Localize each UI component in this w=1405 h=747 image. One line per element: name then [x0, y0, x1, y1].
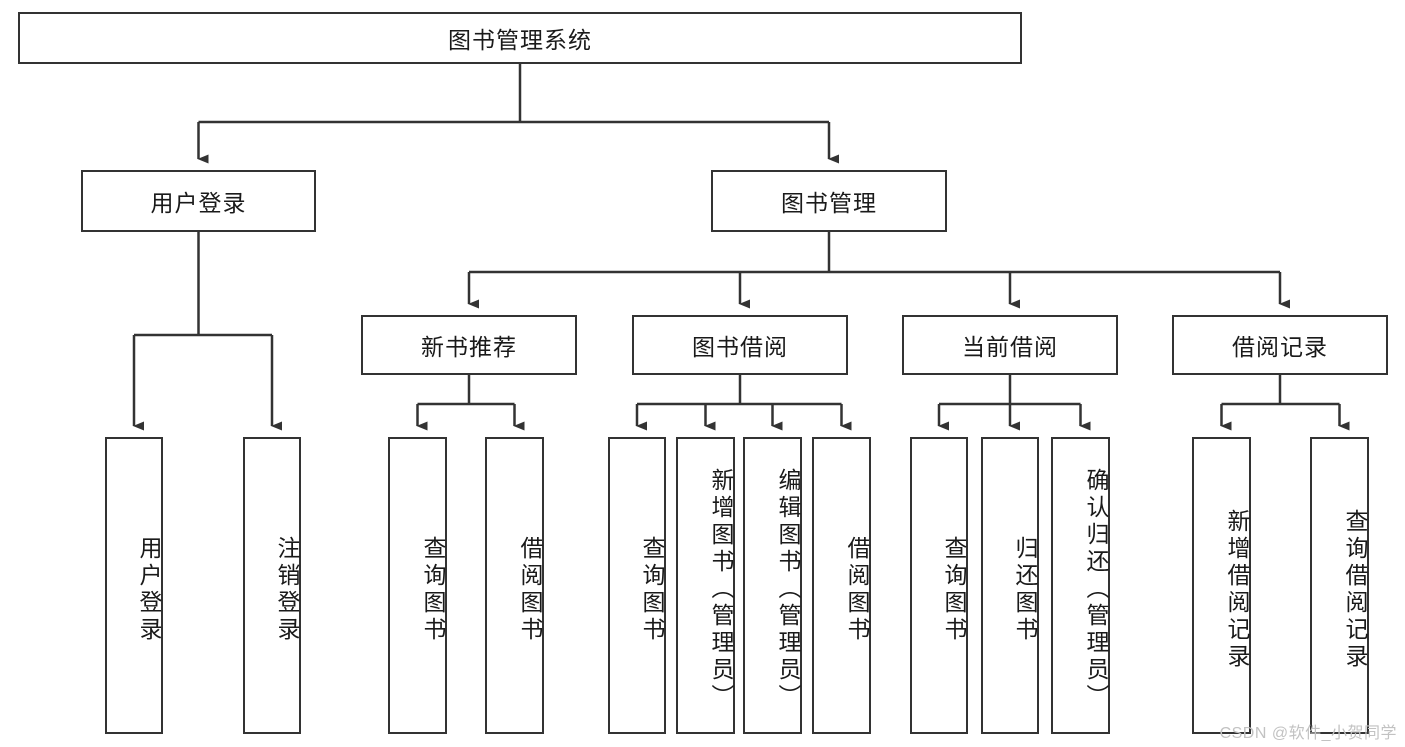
node-leaf-edit-book[interactable]: 编辑图书（管理员） — [743, 437, 802, 734]
node-label: 借阅记录 — [1232, 334, 1328, 360]
node-label: 用户登录 — [150, 190, 247, 216]
node-label: 当前借阅 — [962, 334, 1058, 360]
node-label: 归还图书 — [1012, 535, 1038, 644]
node-label: 注销登录 — [274, 535, 300, 644]
node-label: 新增借阅记录 — [1224, 508, 1250, 671]
node-label: 借阅图书 — [844, 535, 870, 644]
node-label: 查询图书 — [941, 535, 967, 644]
node-label: 查询图书 — [420, 535, 446, 644]
node-label: 新书推荐 — [421, 334, 517, 360]
node-label: 图书管理系统 — [448, 27, 592, 53]
node-leaf-query-book-borrow[interactable]: 查询图书 — [608, 437, 666, 734]
node-label: 图书管理 — [781, 190, 877, 216]
node-label: 编辑图书（管理员） — [775, 468, 801, 711]
node-new-book-recommend[interactable]: 新书推荐 — [361, 315, 577, 375]
node-leaf-confirm-return[interactable]: 确认归还（管理员） — [1051, 437, 1110, 734]
node-leaf-add-borrow-record[interactable]: 新增借阅记录 — [1192, 437, 1251, 734]
node-leaf-query-book-current[interactable]: 查询图书 — [910, 437, 968, 734]
node-user-login[interactable]: 用户登录 — [81, 170, 316, 232]
node-label: 借阅图书 — [517, 535, 543, 644]
node-leaf-query-book-recommend[interactable]: 查询图书 — [388, 437, 447, 734]
node-root[interactable]: 图书管理系统 — [18, 12, 1022, 64]
node-borrow-records[interactable]: 借阅记录 — [1172, 315, 1388, 375]
node-leaf-logout[interactable]: 注销登录 — [243, 437, 301, 734]
node-leaf-return-book[interactable]: 归还图书 — [981, 437, 1039, 734]
node-label: 用户登录 — [136, 535, 162, 644]
node-label: 图书借阅 — [692, 334, 788, 360]
node-label: 查询图书 — [639, 535, 665, 644]
node-current-borrow[interactable]: 当前借阅 — [902, 315, 1118, 375]
node-leaf-borrow-book-recommend[interactable]: 借阅图书 — [485, 437, 544, 734]
node-label: 确认归还（管理员） — [1083, 468, 1109, 711]
node-leaf-borrow-book[interactable]: 借阅图书 — [812, 437, 871, 734]
watermark-text: CSDN @软件_小贺同学 — [1219, 725, 1397, 742]
node-leaf-add-book[interactable]: 新增图书（管理员） — [676, 437, 735, 734]
node-label: 查询借阅记录 — [1342, 508, 1368, 671]
node-leaf-query-borrow-record[interactable]: 查询借阅记录 — [1310, 437, 1369, 734]
node-label: 新增图书（管理员） — [708, 468, 734, 711]
node-leaf-user-login[interactable]: 用户登录 — [105, 437, 163, 734]
node-book-borrow[interactable]: 图书借阅 — [632, 315, 848, 375]
node-book-management[interactable]: 图书管理 — [711, 170, 947, 232]
